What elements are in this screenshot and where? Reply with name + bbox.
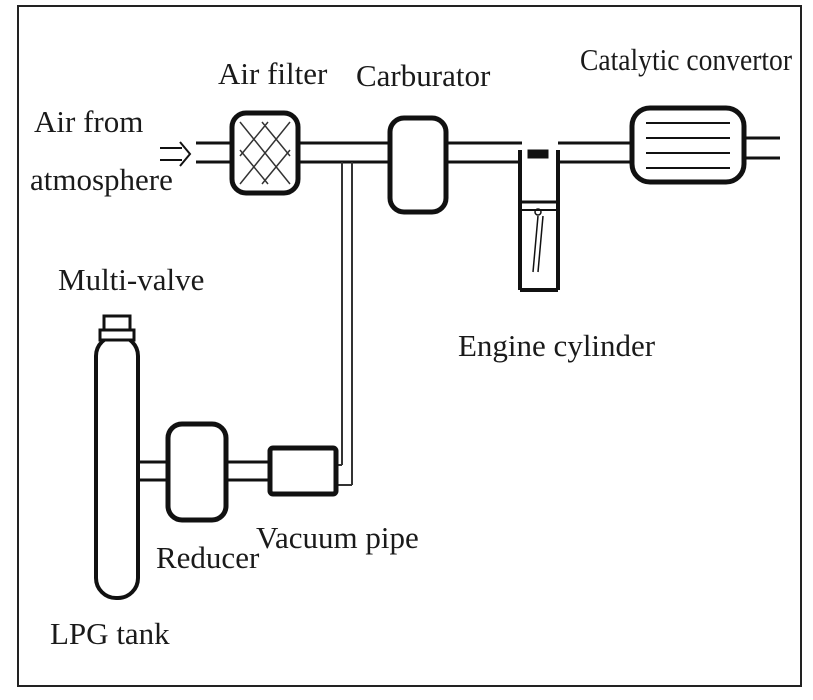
air-from-label: Air from	[34, 104, 143, 139]
multi-valve-icon	[98, 314, 136, 342]
lpg-tank-icon	[94, 334, 140, 600]
intake-pipe	[196, 136, 780, 164]
engine-cylinder-icon	[518, 149, 560, 292]
diagram-frame	[17, 5, 802, 687]
catalytic-convertor-label: Catalytic convertor	[580, 42, 793, 77]
air-filter-label: Air filter	[218, 56, 328, 91]
multi-valve-label: Multi-valve	[58, 262, 204, 297]
inlet-arrow	[160, 141, 192, 167]
engine-cylinder-label: Engine cylinder	[458, 328, 656, 363]
air-filter-icon	[229, 110, 301, 196]
vacuum-line	[336, 162, 353, 486]
reducer-icon	[165, 421, 229, 523]
reducer-label: Reducer	[156, 540, 260, 575]
lpg-supply-pipe	[136, 460, 270, 482]
carburator-icon	[387, 115, 449, 215]
vacuum-pipe-icon	[267, 445, 339, 497]
atmosphere-label: atmosphere	[30, 162, 173, 197]
catalytic-convertor-icon	[629, 105, 747, 185]
vacuum-pipe-label: Vacuum pipe	[256, 520, 419, 555]
lpg-tank-label: LPG tank	[50, 616, 170, 651]
carburator-label: Carburator	[356, 58, 491, 93]
